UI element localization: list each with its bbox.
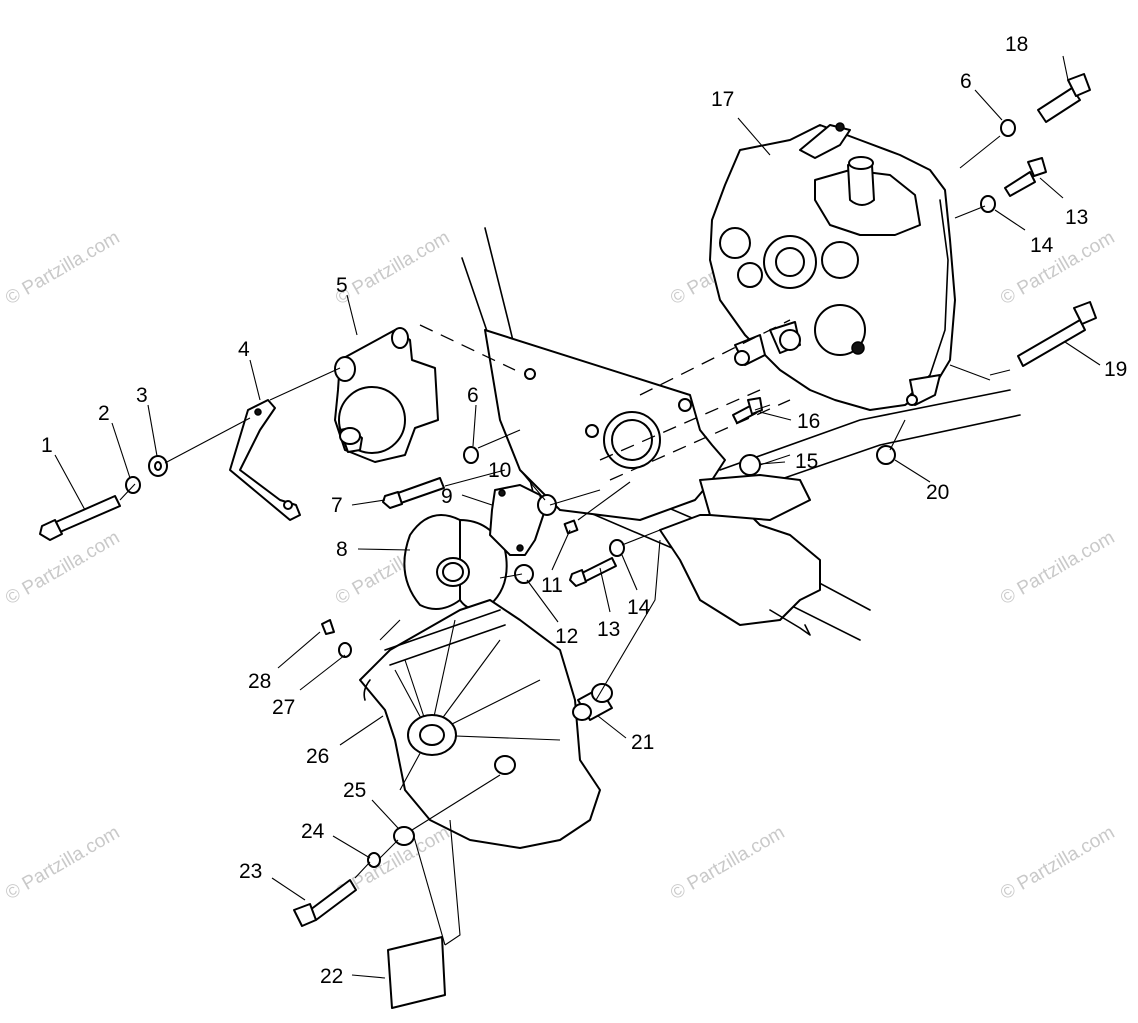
callout-25: 25 — [343, 779, 366, 802]
watermark: © Partzilla.com — [332, 227, 453, 309]
callout-28: 28 — [248, 670, 271, 693]
callout-14: 14 — [1030, 234, 1054, 257]
callout-17: 17 — [711, 88, 734, 111]
callout-2: 2 — [98, 402, 110, 425]
callout-18: 18 — [1005, 33, 1028, 56]
callout-13: 13 — [597, 618, 620, 641]
callout-5: 5 — [336, 274, 348, 297]
watermark: © Partzilla.com — [2, 527, 123, 609]
watermark: © Partzilla.com — [2, 227, 123, 309]
leader-lines — [54, 55, 1101, 979]
callout-14: 14 — [627, 596, 651, 619]
callout-22: 22 — [320, 965, 343, 988]
callout-21: 21 — [631, 731, 654, 754]
decal — [387, 936, 446, 1009]
watermark: © Partzilla.com — [997, 227, 1118, 309]
chain-cover — [359, 599, 601, 849]
callout-23: 23 — [239, 860, 262, 883]
callout-4: 4 — [238, 338, 250, 361]
gearcase — [709, 122, 956, 411]
callout-19: 19 — [1104, 358, 1127, 381]
callout-20: 20 — [926, 481, 949, 504]
callout-24: 24 — [301, 820, 325, 843]
callout-7: 7 — [331, 494, 343, 517]
assembly-lines — [119, 135, 1011, 946]
callout-3: 3 — [136, 384, 148, 407]
callout-26: 26 — [306, 745, 329, 768]
spacer — [572, 683, 613, 721]
washers-nuts — [125, 119, 1016, 868]
callout-10: 10 — [488, 459, 511, 482]
callout-12: 12 — [555, 625, 578, 648]
callout-6: 6 — [467, 384, 479, 407]
callout-9: 9 — [441, 485, 453, 508]
callout-15: 15 — [795, 450, 818, 473]
retainer-plate — [489, 484, 546, 556]
bolts — [39, 73, 1097, 927]
watermark: © Partzilla.com — [2, 822, 123, 904]
drive-pulley — [403, 514, 508, 610]
watermark: © Partzilla.com — [997, 527, 1118, 609]
callout-27: 27 — [272, 696, 295, 719]
watermark: © Partzilla.com — [667, 822, 788, 904]
callout-8: 8 — [336, 538, 348, 561]
callout-1: 1 — [41, 434, 53, 457]
callouts: 1 2 3 4 5 6 6 7 8 9 10 11 12 13 13 14 14… — [41, 33, 1127, 988]
callout-13: 13 — [1065, 206, 1088, 229]
callout-6: 6 — [960, 70, 972, 93]
watermark: © Partzilla.com — [997, 822, 1118, 904]
bearing-housing — [334, 327, 439, 463]
callout-16: 16 — [797, 410, 820, 433]
bracket — [229, 399, 301, 521]
callout-11: 11 — [541, 574, 563, 597]
